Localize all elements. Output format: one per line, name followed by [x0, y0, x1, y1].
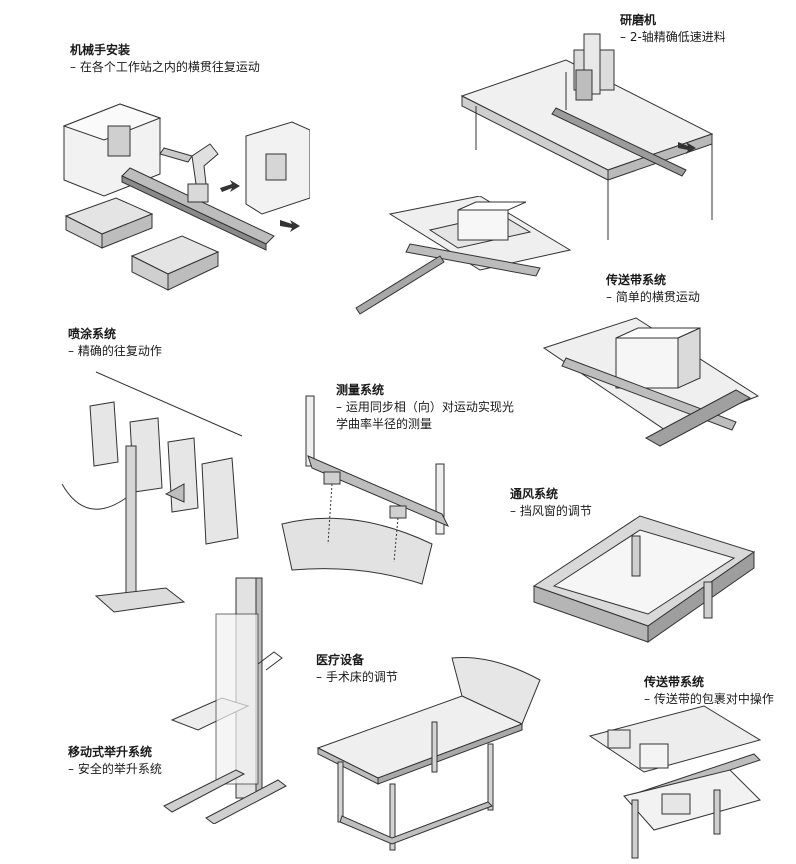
label-vent: 通风系统 – 挡风窗的调节 [510, 487, 592, 518]
label-medical: 医疗设备 – 手术床的调节 [316, 653, 398, 684]
label-conveyor-simple: 传送带系统 – 简单的横贯运动 [606, 273, 700, 304]
label-conveyor-center: 传送带系统 – 传送带的包裹对中操作 [644, 675, 774, 706]
ventilation-illustration [532, 515, 756, 643]
label-robot: 机械手安装 – 在各个工作站之内的横贯往复运动 [70, 43, 260, 74]
label-measure: 测量系统 – 运用同步相（向）对运动实现光 学曲率半径的测量 [336, 383, 514, 431]
label-lift: 移动式举升系统 – 安全的举升系统 [68, 745, 162, 776]
spray-system-illustration [61, 371, 243, 613]
conveyor-centering-illustration [588, 705, 762, 859]
robot-installation-illustration [62, 103, 310, 291]
medical-bed-illustration [316, 657, 541, 851]
arrow-icon [220, 180, 240, 192]
mobile-lift-illustration [163, 577, 287, 824]
conveyor-mid-illustration [542, 317, 760, 447]
conveyor-top-illustration [355, 196, 572, 315]
grinder-illustration [460, 33, 714, 240]
label-grinder: 研磨机 – 2-轴精确低速进料 [620, 13, 726, 44]
measuring-system-illustration [281, 395, 450, 585]
label-spray: 喷涂系统 – 精确的往复动作 [68, 327, 162, 358]
arrow-icon [678, 142, 696, 154]
